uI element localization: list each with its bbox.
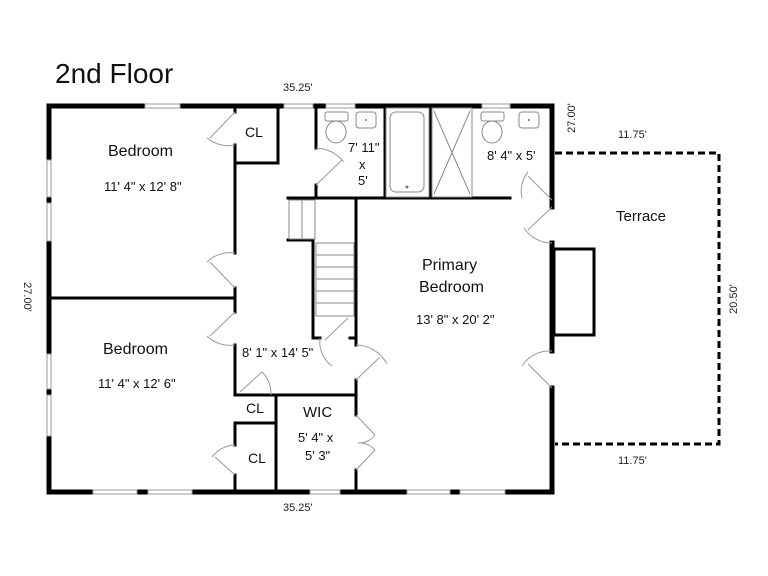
terrace-bottom-width-label: 11.75'	[618, 455, 647, 467]
bedroom-2-name: Bedroom	[103, 341, 168, 358]
bedroom-1-size: 11' 4" x 12' 8"	[104, 179, 182, 194]
closet-1-label: CL	[245, 124, 263, 140]
terrace-outline	[555, 151, 721, 446]
primary-bedroom-size: 13' 8" x 20' 2"	[416, 312, 495, 327]
bath-1-size-line3: 5'	[358, 173, 368, 188]
interior-walls	[47, 104, 512, 494]
wic-size-line1: 5' 4" x	[298, 430, 334, 445]
page-title: 2nd Floor	[55, 58, 174, 89]
bedroom-1-name: Bedroom	[108, 143, 173, 160]
bedroom-2-size: 11' 4" x 12' 6"	[98, 376, 176, 391]
staircase	[288, 199, 355, 317]
primary-bedroom-name-line2: Bedroom	[419, 279, 484, 296]
bathroom-fixtures	[324, 107, 540, 198]
top-width-label: 35.25'	[283, 82, 313, 94]
hall-size: 8' 1" x 14' 5"	[242, 345, 314, 360]
primary-bedroom-name-line1: Primary	[422, 257, 478, 274]
right-depth-label: 27.00'	[565, 103, 578, 133]
bottom-width-label: 35.25'	[283, 502, 313, 514]
left-depth-label: 27.00'	[20, 282, 33, 312]
exterior-walls	[46, 103, 555, 495]
wic-size-line2: 5' 3"	[305, 448, 331, 463]
terrace-name: Terrace	[616, 208, 667, 225]
bath-1-size-line2: x	[359, 157, 366, 172]
wic-name: WIC	[303, 404, 333, 421]
closet-3-label: CL	[248, 450, 266, 466]
bath-1-size-line1: 7' 11"	[348, 140, 380, 155]
terrace-depth-label: 20.50'	[727, 284, 740, 314]
closet-2-label: CL	[246, 400, 264, 416]
doors	[206, 111, 553, 476]
terrace-top-width-label: 11.75'	[618, 129, 647, 141]
bath-2-size: 8' 4" x 5'	[487, 148, 536, 163]
fireplace-bumpout	[552, 247, 596, 337]
